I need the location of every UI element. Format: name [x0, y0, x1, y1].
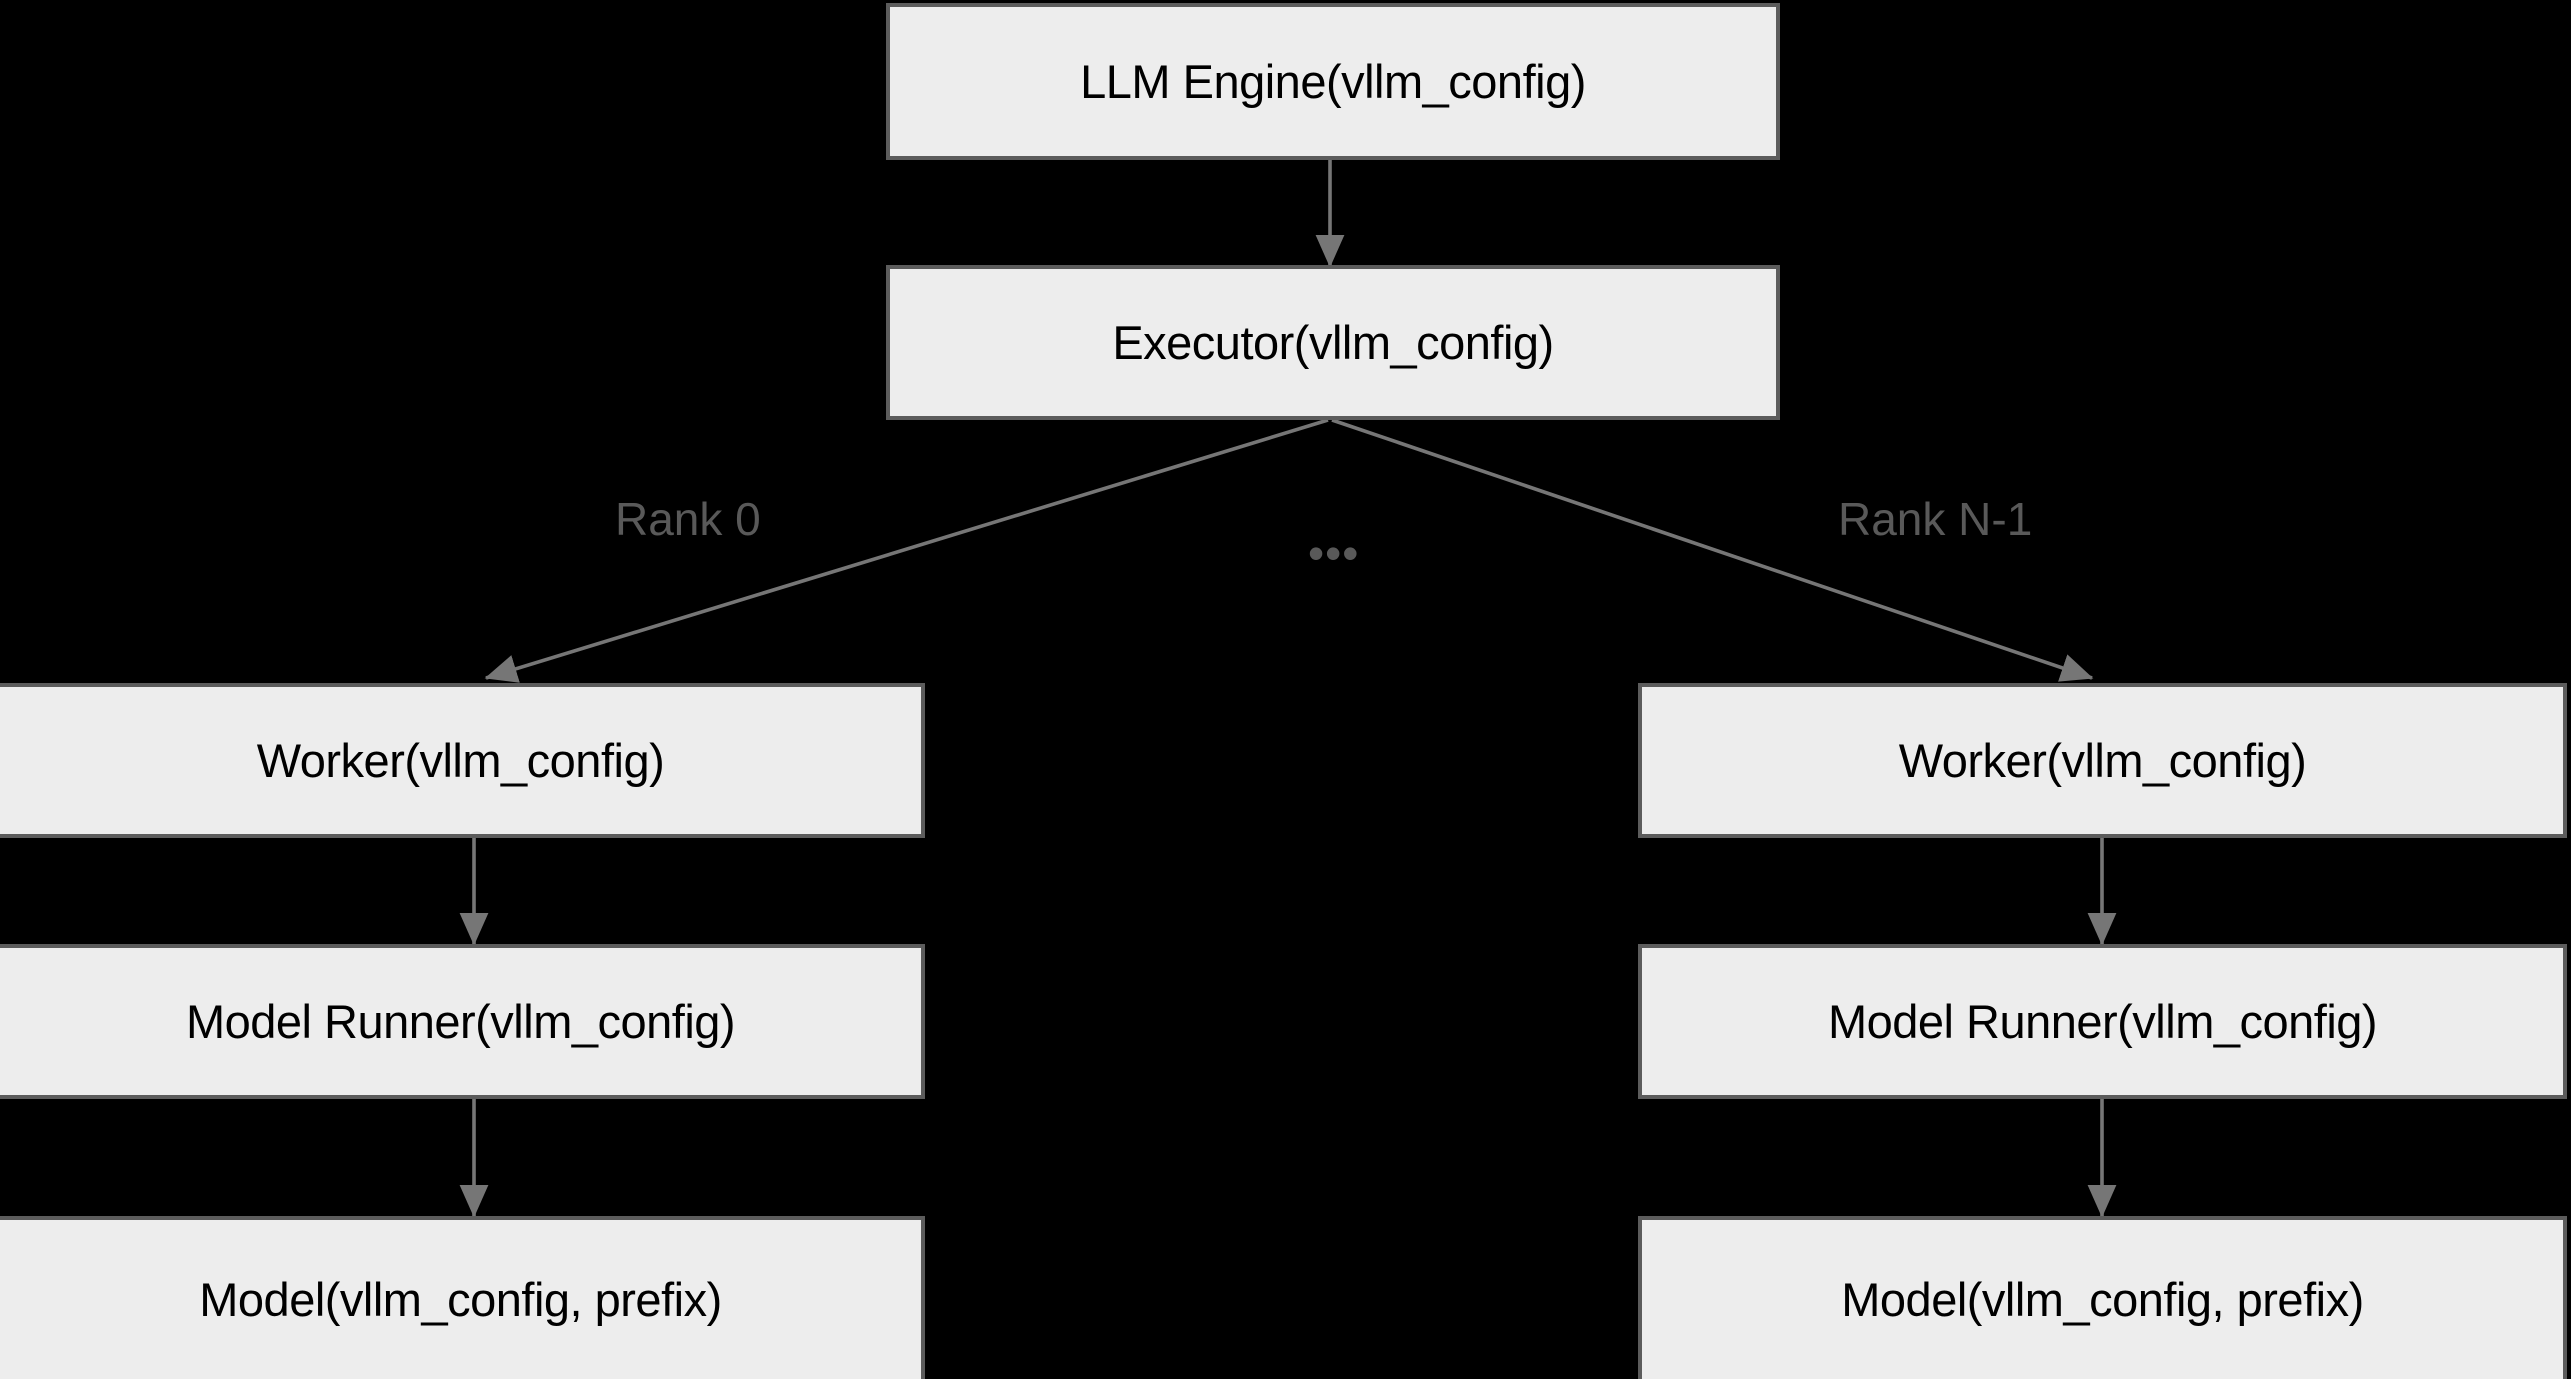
node-executor[interactable]: Executor(vllm_config): [886, 265, 1780, 420]
node-model-rank0[interactable]: Model(vllm_config, prefix): [0, 1216, 925, 1379]
edge-label-rank-n-1: Rank N-1: [1838, 493, 2033, 545]
node-llm-engine-label: LLM Engine(vllm_config): [1080, 54, 1586, 108]
node-model-runner-rankn[interactable]: Model Runner(vllm_config): [1638, 944, 2567, 1099]
node-llm-engine[interactable]: LLM Engine(vllm_config): [886, 3, 1780, 160]
node-worker-rankn[interactable]: Worker(vllm_config): [1638, 683, 2567, 838]
node-model-runner-rankn-label: Model Runner(vllm_config): [1827, 994, 2378, 1048]
edge-label-rank-middle: •••: [1308, 527, 1360, 579]
edge-executor-to-worker-rankn: [1331, 418, 2094, 682]
node-worker-rankn-label: Worker(vllm_config): [1898, 733, 2307, 787]
node-model-runner-rank0-label: Model Runner(vllm_config): [185, 994, 736, 1048]
node-worker-rank0-label: Worker(vllm_config): [256, 733, 665, 787]
node-model-rank0-label: Model(vllm_config, prefix): [199, 1272, 722, 1326]
node-executor-label: Executor(vllm_config): [1112, 315, 1554, 369]
node-model-runner-rank0[interactable]: Model Runner(vllm_config): [0, 944, 925, 1099]
node-model-rankn-label: Model(vllm_config, prefix): [1841, 1272, 2364, 1326]
edge-executor-to-worker-rank0: [484, 418, 1329, 683]
edge-label-rank-0: Rank 0: [615, 493, 761, 545]
node-model-rankn[interactable]: Model(vllm_config, prefix): [1638, 1216, 2567, 1379]
node-worker-rank0[interactable]: Worker(vllm_config): [0, 683, 925, 838]
